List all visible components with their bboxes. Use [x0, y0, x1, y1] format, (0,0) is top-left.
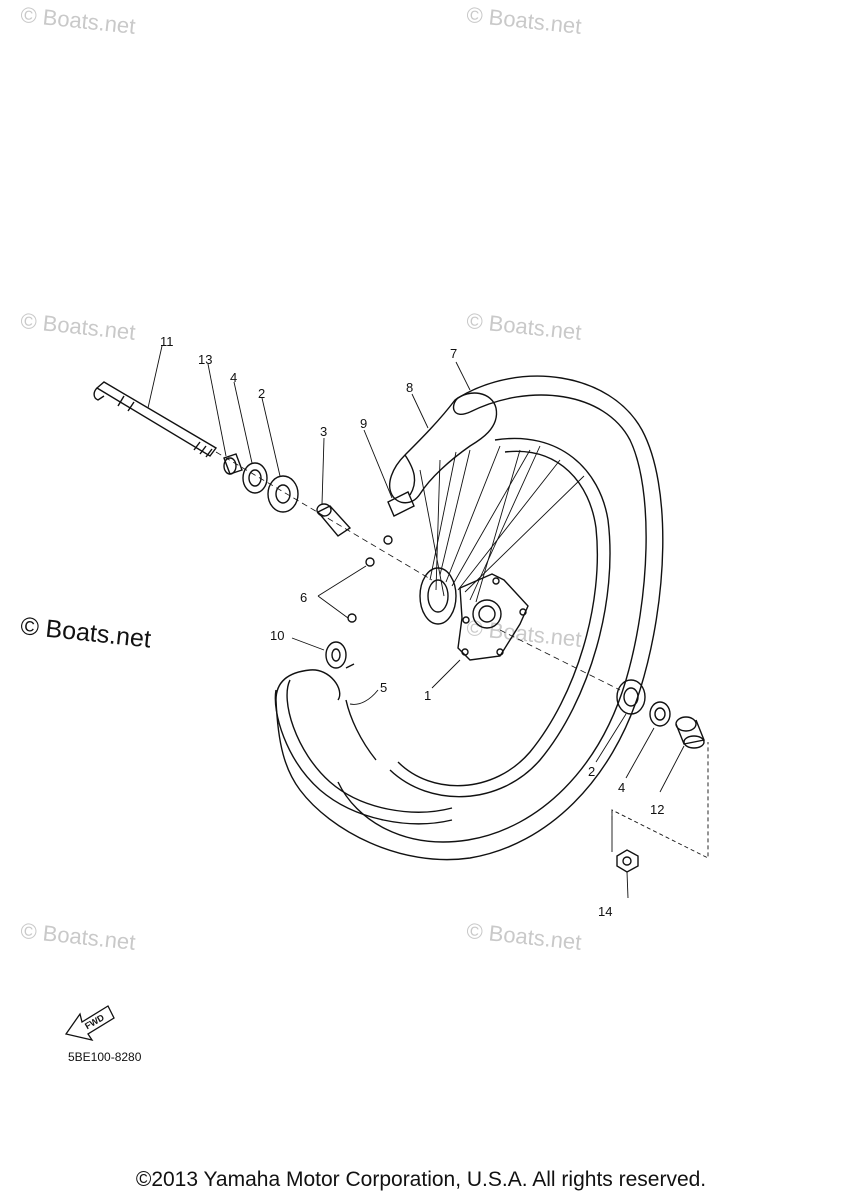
diagram-code: 5BE100-8280 [68, 1050, 142, 1064]
callout-4: 4 [230, 370, 237, 385]
oil-seal-left [242, 462, 268, 494]
fwd-arrow-icon [64, 1005, 115, 1042]
callout-13: 13 [198, 352, 212, 367]
callout-1: 1 [424, 688, 431, 703]
callout-11: 11 [160, 334, 174, 349]
leader-lines [147, 345, 709, 899]
hub [419, 567, 529, 661]
rim [345, 437, 611, 798]
spacer [316, 503, 352, 537]
bearing-left [267, 475, 299, 513]
callout-2: 2 [258, 386, 265, 401]
callout-8: 8 [406, 380, 413, 395]
oil-seal-right [649, 701, 671, 727]
fwd-label: FWD [83, 1012, 106, 1031]
callout-10: 10 [270, 628, 284, 643]
spokes [419, 445, 585, 603]
axle [93, 381, 218, 458]
collar-right [675, 716, 705, 749]
callout-3: 3 [320, 424, 327, 439]
callout-4: 4 [618, 780, 625, 795]
collar [223, 453, 243, 475]
callout-5: 5 [380, 680, 387, 695]
nut [616, 849, 639, 873]
rim-band [388, 392, 498, 504]
valve-cap [387, 491, 415, 517]
callout-12: 12 [650, 802, 664, 817]
valve-nut [325, 641, 355, 669]
callout-14: 14 [598, 904, 612, 919]
callout-7: 7 [450, 346, 457, 361]
tire [275, 375, 664, 861]
callout-9: 9 [360, 416, 367, 431]
axle-centerline [215, 451, 621, 691]
callout-2: 2 [588, 764, 595, 779]
tube [274, 679, 453, 825]
copyright-notice: ©2013 Yamaha Motor Corporation, U.S.A. A… [135, 1168, 707, 1191]
bolt [347, 535, 393, 623]
bearing-right [616, 679, 646, 715]
callout-6: 6 [300, 590, 307, 605]
